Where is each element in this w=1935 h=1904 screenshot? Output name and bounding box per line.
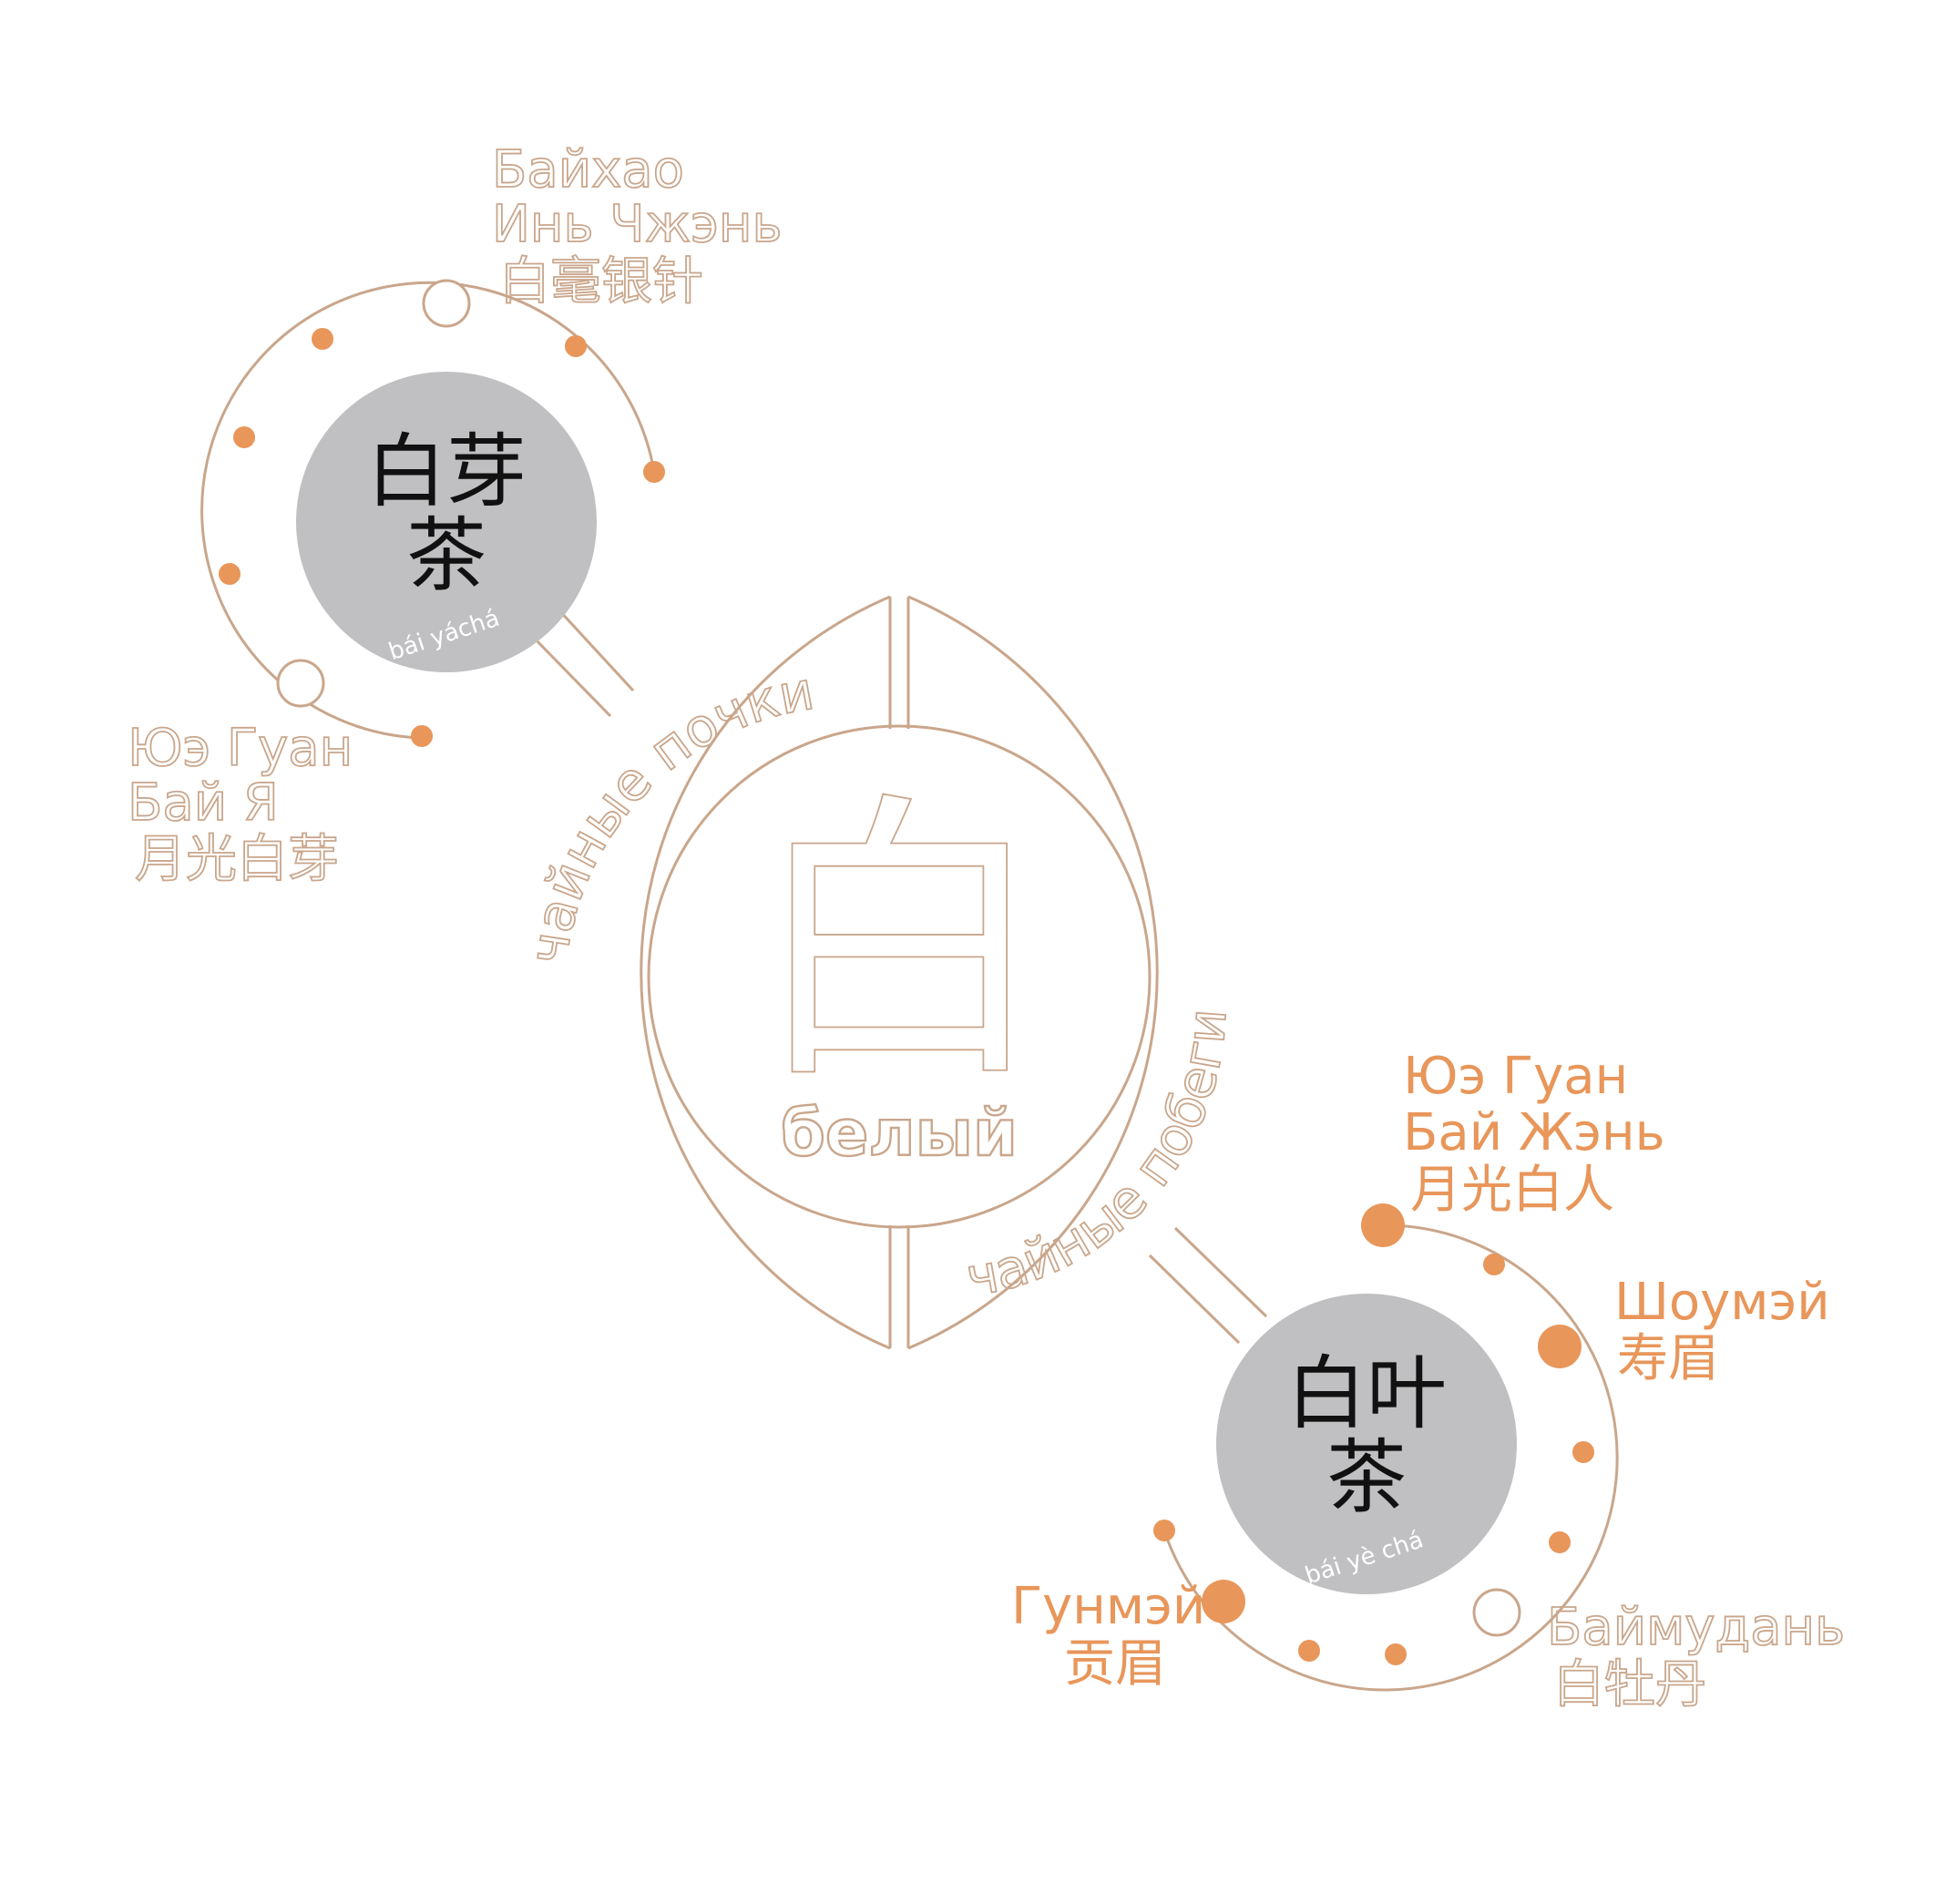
- svg-text:Юэ Гуан: Юэ Гуан: [128, 719, 353, 778]
- label-gunmei: Гунмэй 贡眉: [1011, 1577, 1205, 1694]
- svg-text:月光白人: 月光白人: [1410, 1161, 1614, 1220]
- orbit-marker-baihao: [422, 279, 471, 328]
- svg-text:Байхао: Байхао: [492, 140, 684, 200]
- orbit-dot: [1385, 1643, 1407, 1665]
- orbit-marker-yue-guang-bai-ya: [276, 659, 325, 708]
- svg-text:寿眉: 寿眉: [1617, 1329, 1719, 1388]
- svg-text:白牡丹: 白牡丹: [1553, 1655, 1706, 1715]
- orbit-dot: [643, 461, 665, 483]
- center-glyph: 白: [749, 769, 1049, 1119]
- hub-top-line1: 白芽: [366, 425, 527, 518]
- orbit-dot: [1549, 1531, 1571, 1553]
- label-baimudan: Баймудань 白牡丹: [1546, 1597, 1846, 1715]
- svg-text:Бай Жэнь: Бай Жэнь: [1403, 1103, 1665, 1162]
- orbit-dot: [1572, 1441, 1594, 1463]
- orbit-dot: [1483, 1254, 1505, 1275]
- hub-bottom-line1: 白叶: [1286, 1346, 1447, 1440]
- svg-text:Бай Я: Бай Я: [128, 773, 279, 833]
- orbit-marker-baimudan: [1472, 1588, 1521, 1637]
- label-yue-guang-bai-ya: Юэ Гуан Бай Я 月光白芽: [127, 718, 353, 890]
- svg-text:Гунмэй: Гунмэй: [1011, 1577, 1205, 1636]
- svg-text:Инь Чжэнь: Инь Чжэнь: [492, 195, 783, 254]
- orbit-dot-large: [1361, 1203, 1405, 1247]
- hub-bai-ya-cha: [296, 372, 597, 672]
- svg-text:Шоумэй: Шоумэй: [1614, 1273, 1830, 1332]
- svg-text:贡眉: 贡眉: [1064, 1634, 1166, 1694]
- orbit-dot: [219, 563, 241, 585]
- top-orbit: [200, 281, 656, 740]
- orbit-dot: [1153, 1520, 1175, 1541]
- connector-top: [529, 607, 635, 718]
- orbit-dot: [1298, 1640, 1320, 1662]
- orbit-dot-large: [1202, 1580, 1245, 1623]
- connector-bottom: [1148, 1226, 1268, 1345]
- orbit-dot: [233, 426, 255, 448]
- svg-text:Баймудань: Баймудань: [1547, 1598, 1845, 1657]
- svg-text:Юэ Гуан: Юэ Гуан: [1403, 1047, 1628, 1106]
- svg-text:白毫银针: 白毫银针: [499, 252, 703, 312]
- orbit-dot: [411, 725, 433, 747]
- hub-bottom-line2: 茶: [1326, 1430, 1407, 1524]
- orbit-dot: [565, 335, 587, 357]
- bottom-orbit: [1162, 1223, 1619, 1692]
- label-shoumei: Шоумэй 寿眉: [1614, 1273, 1830, 1388]
- hub-top-line2: 茶: [406, 508, 486, 602]
- center-label: белый: [781, 1096, 1018, 1171]
- center-outer-ring: [640, 595, 1159, 1350]
- hub-bai-ye-cha: [1216, 1294, 1517, 1594]
- center-inner-ring: [647, 724, 1152, 1229]
- orbit-dot: [312, 328, 333, 350]
- label-baihao: Байхао Инь Чжэнь 白毫银针: [491, 139, 783, 312]
- svg-text:月光白芽: 月光白芽: [135, 830, 339, 889]
- label-yue-guang-bai-zhen: Юэ Гуан Бай Жэнь 月光白人: [1403, 1047, 1665, 1220]
- orbit-dot-large: [1538, 1325, 1582, 1368]
